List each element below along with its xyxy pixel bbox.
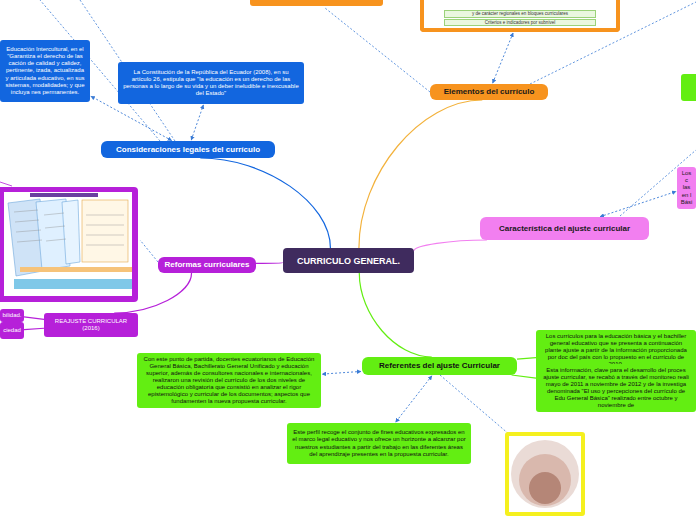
subtopic-box: bilidad. [0, 309, 24, 322]
connector [24, 328, 44, 329]
node-text: Referentes del ajuste Curricular [379, 361, 500, 370]
connector [359, 100, 482, 248]
connector [256, 262, 283, 264]
node-text: Los c las en l Bási [681, 170, 693, 205]
node-text: y de carácter regionales en bloques curr… [444, 10, 596, 17]
leader-lines [40, 0, 696, 435]
note-box: Esta información, clave para el desarrol… [536, 364, 696, 412]
connector [191, 105, 203, 140]
node-text: Este perfil recoge el conjunto de fines … [292, 429, 466, 457]
node-text: Criterios e indicadores por subnivel [444, 19, 596, 26]
connector [493, 33, 513, 83]
topic-box: Elementos del currículo [430, 84, 548, 100]
connector [396, 376, 432, 422]
node-text: Los currículos para la educación básica … [541, 333, 691, 368]
connector [512, 375, 536, 378]
topic-box: Característica del ajuste curricular [480, 217, 649, 240]
note-box: La Constitución de la República del Ecua… [118, 62, 304, 104]
node-text: Esta información, clave para el desarrol… [541, 367, 691, 409]
connector [322, 371, 361, 374]
node-text: Reformas curriculares [165, 260, 250, 269]
node-text: Elementos del currículo [444, 87, 535, 96]
node-text: Característica del ajuste curricular [499, 224, 630, 233]
left-edge-lines [0, 182, 12, 186]
note-box: Los c las en l Bási [677, 167, 696, 209]
cut-green-box [681, 74, 696, 101]
cut-orange-box [250, 0, 383, 6]
node-text: REAJUSTE CURRICULAR (2016) [49, 318, 133, 332]
picture-box: y de carácter regionales en bloques curr… [420, 0, 620, 32]
topic-box: Referentes del ajuste Curricular [362, 357, 517, 375]
node-text: ciedad [3, 327, 21, 334]
note-box: Este perfil recoge el conjunto de fines … [287, 423, 471, 464]
connector [359, 273, 431, 357]
central-topic: CURRICULO GENERAL. [283, 248, 414, 273]
node-text: bilidad. [3, 312, 22, 319]
subtopic-box: ciedad [0, 322, 24, 339]
topic-box: Reformas curriculares [158, 257, 256, 273]
topic-box: Consideraciones legales del currículo [101, 141, 275, 158]
connector [200, 158, 330, 248]
node-text: CURRICULO GENERAL. [297, 256, 400, 266]
node-text: Consideraciones legales del currículo [116, 145, 260, 154]
node-text: Educación Intercultural, en el "Garantiz… [5, 46, 85, 95]
reforma-picture [0, 187, 138, 302]
connector [517, 358, 536, 360]
connector [114, 273, 191, 313]
perfil-picture [505, 432, 585, 516]
note-box: Educación Intercultural, en el "Garantiz… [0, 40, 90, 102]
note-box: Con este punto de partida, docentes ecua… [137, 353, 321, 408]
subtopic-box: REAJUSTE CURRICULAR (2016) [44, 313, 138, 337]
node-text: La Constitución de la República del Ecua… [123, 69, 299, 97]
node-text: Con este punto de partida, docentes ecua… [142, 356, 316, 405]
connector [24, 317, 44, 319]
connector [600, 191, 676, 216]
connector [414, 240, 487, 251]
